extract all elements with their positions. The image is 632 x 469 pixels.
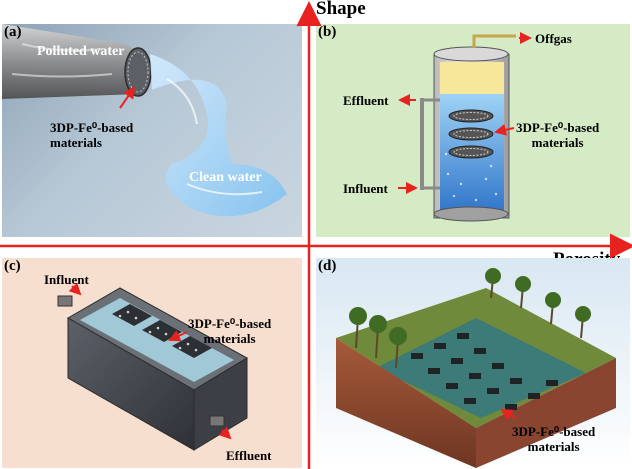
offgas-label: Offgas: [535, 31, 572, 46]
panel-a-label: (a): [4, 24, 22, 41]
clean-water-label: Clean water: [189, 170, 262, 185]
panel-c-label: (c): [4, 258, 21, 275]
material-label-c-line2: materials: [188, 331, 271, 346]
panel-a: (a) Polluted water 3DP-Fe⁰-based materia…: [2, 24, 302, 237]
material-label-d: 3DP-Fe⁰-based materials: [512, 424, 595, 454]
panel-b-label: (b): [318, 24, 336, 41]
material-label-a-line2: materials: [50, 135, 133, 150]
panel-c: (c) Influent 3DP-Fe⁰-based materials Eff…: [2, 258, 302, 468]
panel-d-label: (d): [318, 258, 336, 275]
material-label-a-line1: 3DP-Fe⁰-based: [50, 120, 133, 135]
material-label-b-line1: 3DP-Fe⁰-based: [516, 120, 599, 135]
material-label-a: 3DP-Fe⁰-based materials: [50, 120, 133, 150]
effluent-label-b: Effluent: [343, 93, 389, 108]
polluted-water-label: Polluted water: [37, 44, 124, 59]
material-label-b-line2: materials: [516, 135, 599, 150]
material-label-d-line2: materials: [512, 439, 595, 454]
influent-label-c: Influent: [44, 272, 89, 287]
influent-label-b: Influent: [343, 181, 388, 196]
material-label-d-line1: 3DP-Fe⁰-based: [512, 424, 595, 439]
shape-axis-label: Shape: [316, 0, 366, 20]
material-label-c: 3DP-Fe⁰-based materials: [188, 316, 271, 346]
material-label-c-line1: 3DP-Fe⁰-based: [188, 316, 271, 331]
material-label-b: 3DP-Fe⁰-based materials: [516, 120, 599, 150]
effluent-label-c: Effluent: [226, 448, 272, 463]
panel-d: (d) 3DP-Fe⁰-based materials: [316, 258, 630, 468]
panel-b: (b) Offgas Effluent Influent 3DP-Fe⁰-bas…: [316, 24, 630, 237]
tank-illustration: [2, 258, 302, 468]
